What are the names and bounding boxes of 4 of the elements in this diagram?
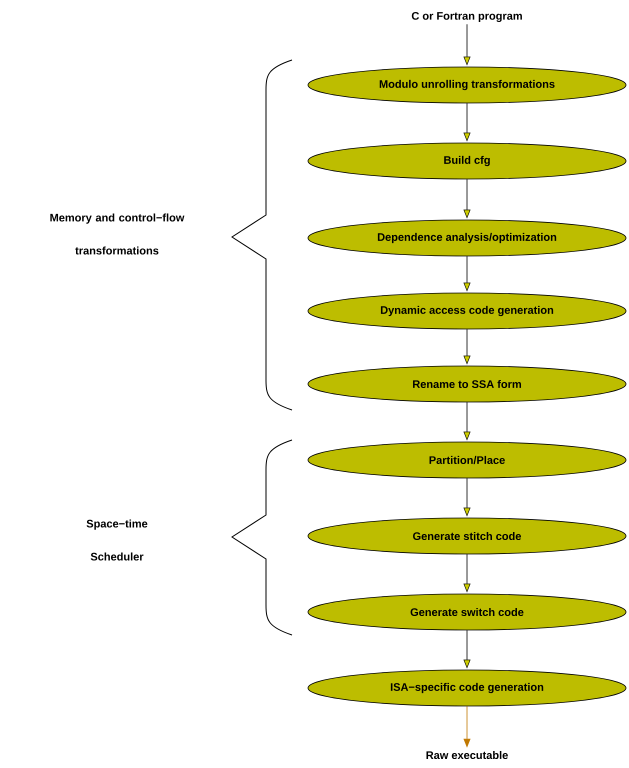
group-label: Memory and control−flow transformations xyxy=(50,213,184,255)
io-text: C or Fortran program xyxy=(412,12,522,22)
io-text: Raw executable xyxy=(426,750,508,760)
group-label: Space−time Scheduler xyxy=(86,519,148,561)
